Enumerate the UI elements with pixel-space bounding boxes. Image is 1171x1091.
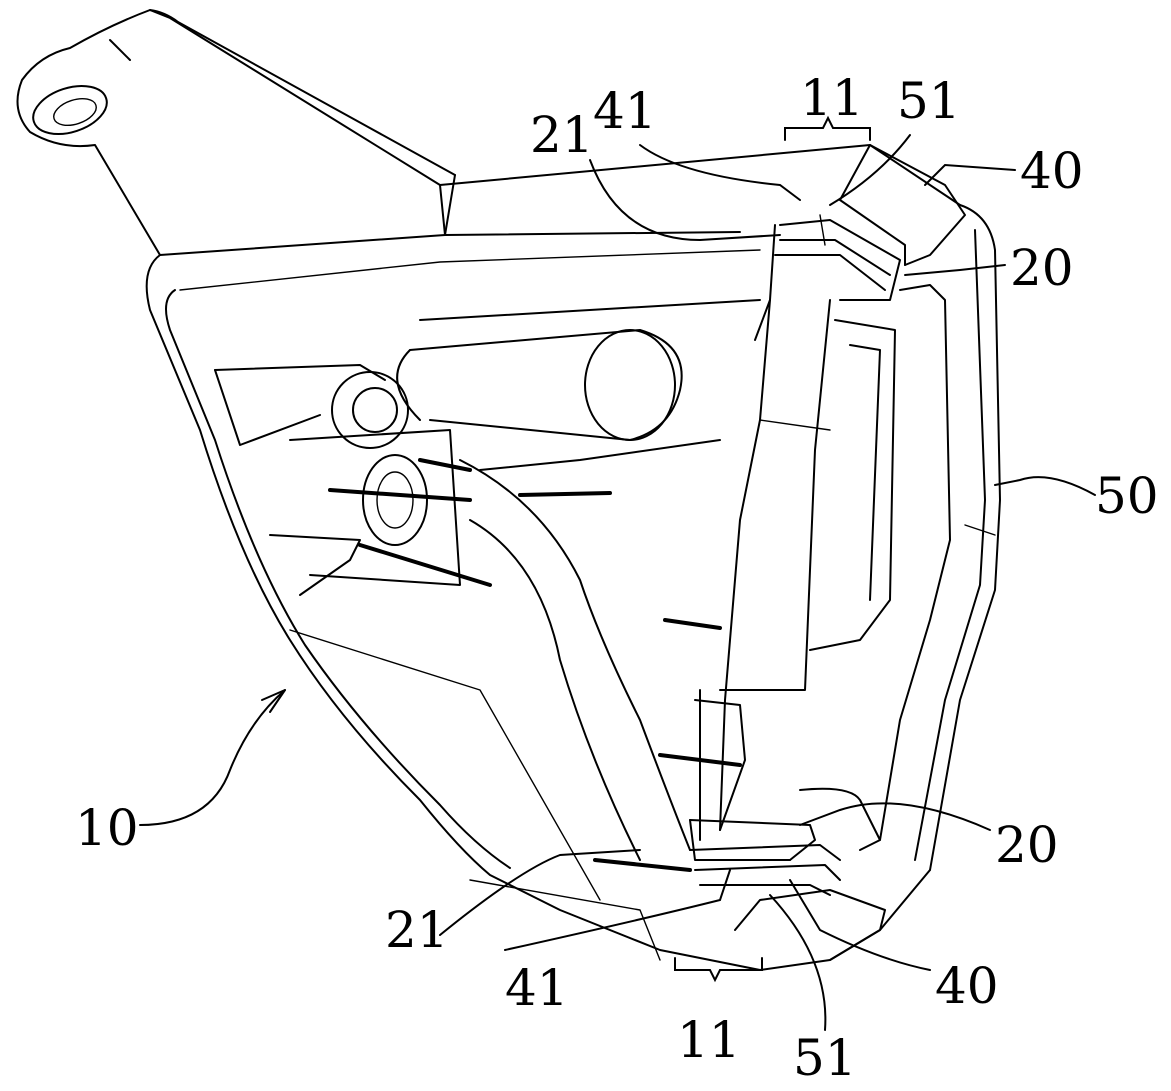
leader-41-bot <box>505 870 730 950</box>
inner-frame <box>695 300 895 840</box>
label-51-bot: 51 <box>793 1029 857 1087</box>
housing-shell-10 <box>147 255 930 970</box>
central-cylinder <box>397 300 760 440</box>
label-20-bot: 20 <box>995 816 1059 874</box>
leader-20-bot <box>800 803 990 830</box>
label-41-bot: 41 <box>505 959 569 1017</box>
label-10: 10 <box>75 799 139 857</box>
label-11-bot: 11 <box>677 1011 741 1069</box>
label-40-top: 40 <box>1020 142 1084 200</box>
label-51-top: 51 <box>897 72 961 130</box>
label-11-top: 11 <box>800 69 864 127</box>
hanger-hook <box>18 10 456 255</box>
label-50: 50 <box>1095 467 1159 525</box>
left-hub-mechanism <box>215 365 490 595</box>
label-40-bot: 40 <box>935 957 999 1015</box>
label-20-top: 20 <box>1010 239 1074 297</box>
leader-50 <box>995 477 1095 495</box>
label-21-top: 21 <box>530 106 594 164</box>
label-41-top: 41 <box>593 82 657 140</box>
leader-10 <box>140 690 285 825</box>
label-21-bot: 21 <box>385 901 449 959</box>
internal-ribs <box>460 440 740 860</box>
right-shell-50 <box>880 205 1000 870</box>
leader-21-top <box>590 160 780 240</box>
leader-20-top <box>905 265 1005 275</box>
bottom-clip-assembly <box>595 789 885 960</box>
top-panel <box>160 145 960 290</box>
top-clip-assembly <box>755 145 965 340</box>
